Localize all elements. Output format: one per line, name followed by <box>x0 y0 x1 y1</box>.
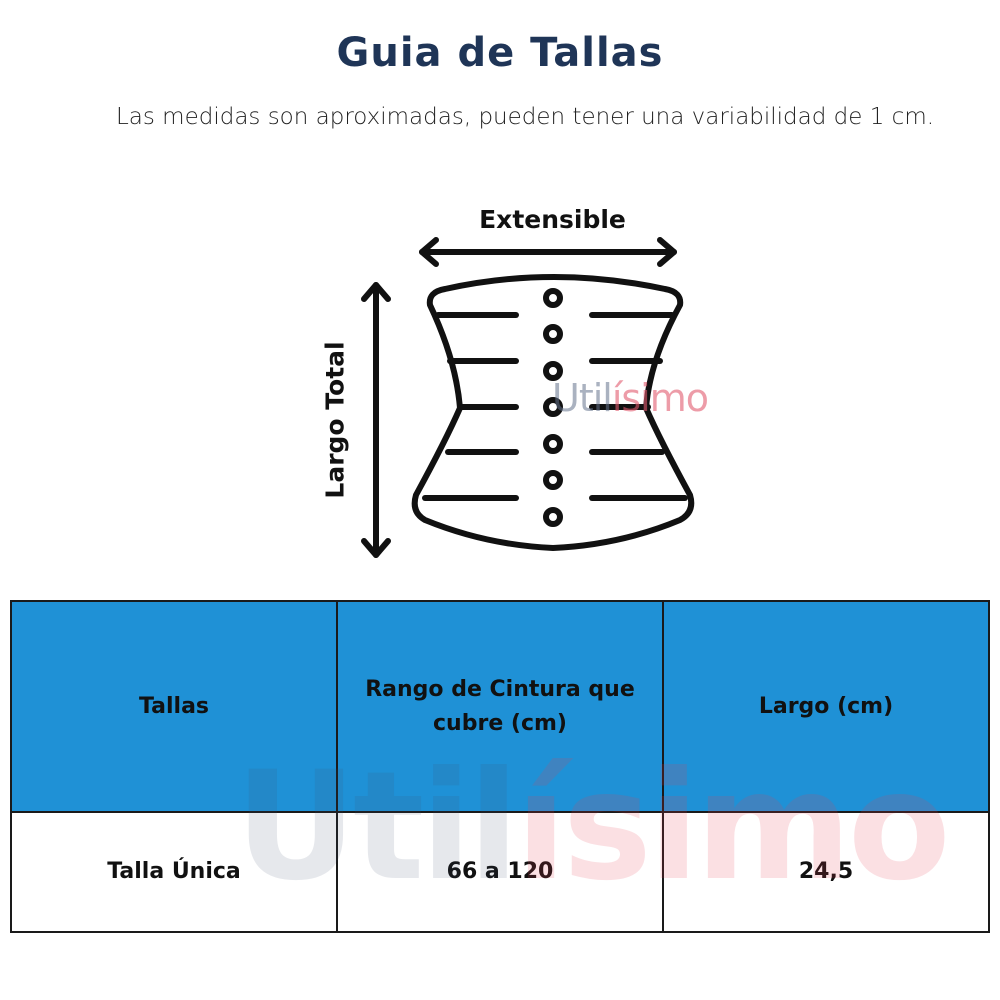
corset-hooks <box>543 288 563 527</box>
width-label: Extensible <box>479 205 626 234</box>
table-row: Talla Única 66 a 120 24,5 <box>10 811 990 933</box>
page-title: Guia de Tallas <box>336 30 664 76</box>
corset-boning-lines <box>422 312 688 501</box>
corset-diagram <box>361 237 695 558</box>
cell-rango: 66 a 120 <box>336 811 664 933</box>
header-tallas: Tallas <box>10 600 338 813</box>
width-arrow-icon <box>419 237 677 267</box>
watermark-logo: Utilísimo <box>552 376 709 420</box>
size-table: Tallas Rango de Cintura que cubre (cm) L… <box>10 600 990 933</box>
header-rango-cintura: Rango de Cintura que cubre (cm) <box>336 600 664 813</box>
height-arrow-icon <box>361 282 391 558</box>
table-header-row: Tallas Rango de Cintura que cubre (cm) L… <box>10 600 990 813</box>
subtitle: Las medidas son aproximadas, pueden tene… <box>115 104 935 130</box>
height-label: Largo Total <box>320 341 350 499</box>
cell-talla: Talla Única <box>10 811 338 933</box>
cell-largo: 24,5 <box>662 811 990 933</box>
corset-outline <box>411 274 695 551</box>
header-largo: Largo (cm) <box>662 600 990 813</box>
